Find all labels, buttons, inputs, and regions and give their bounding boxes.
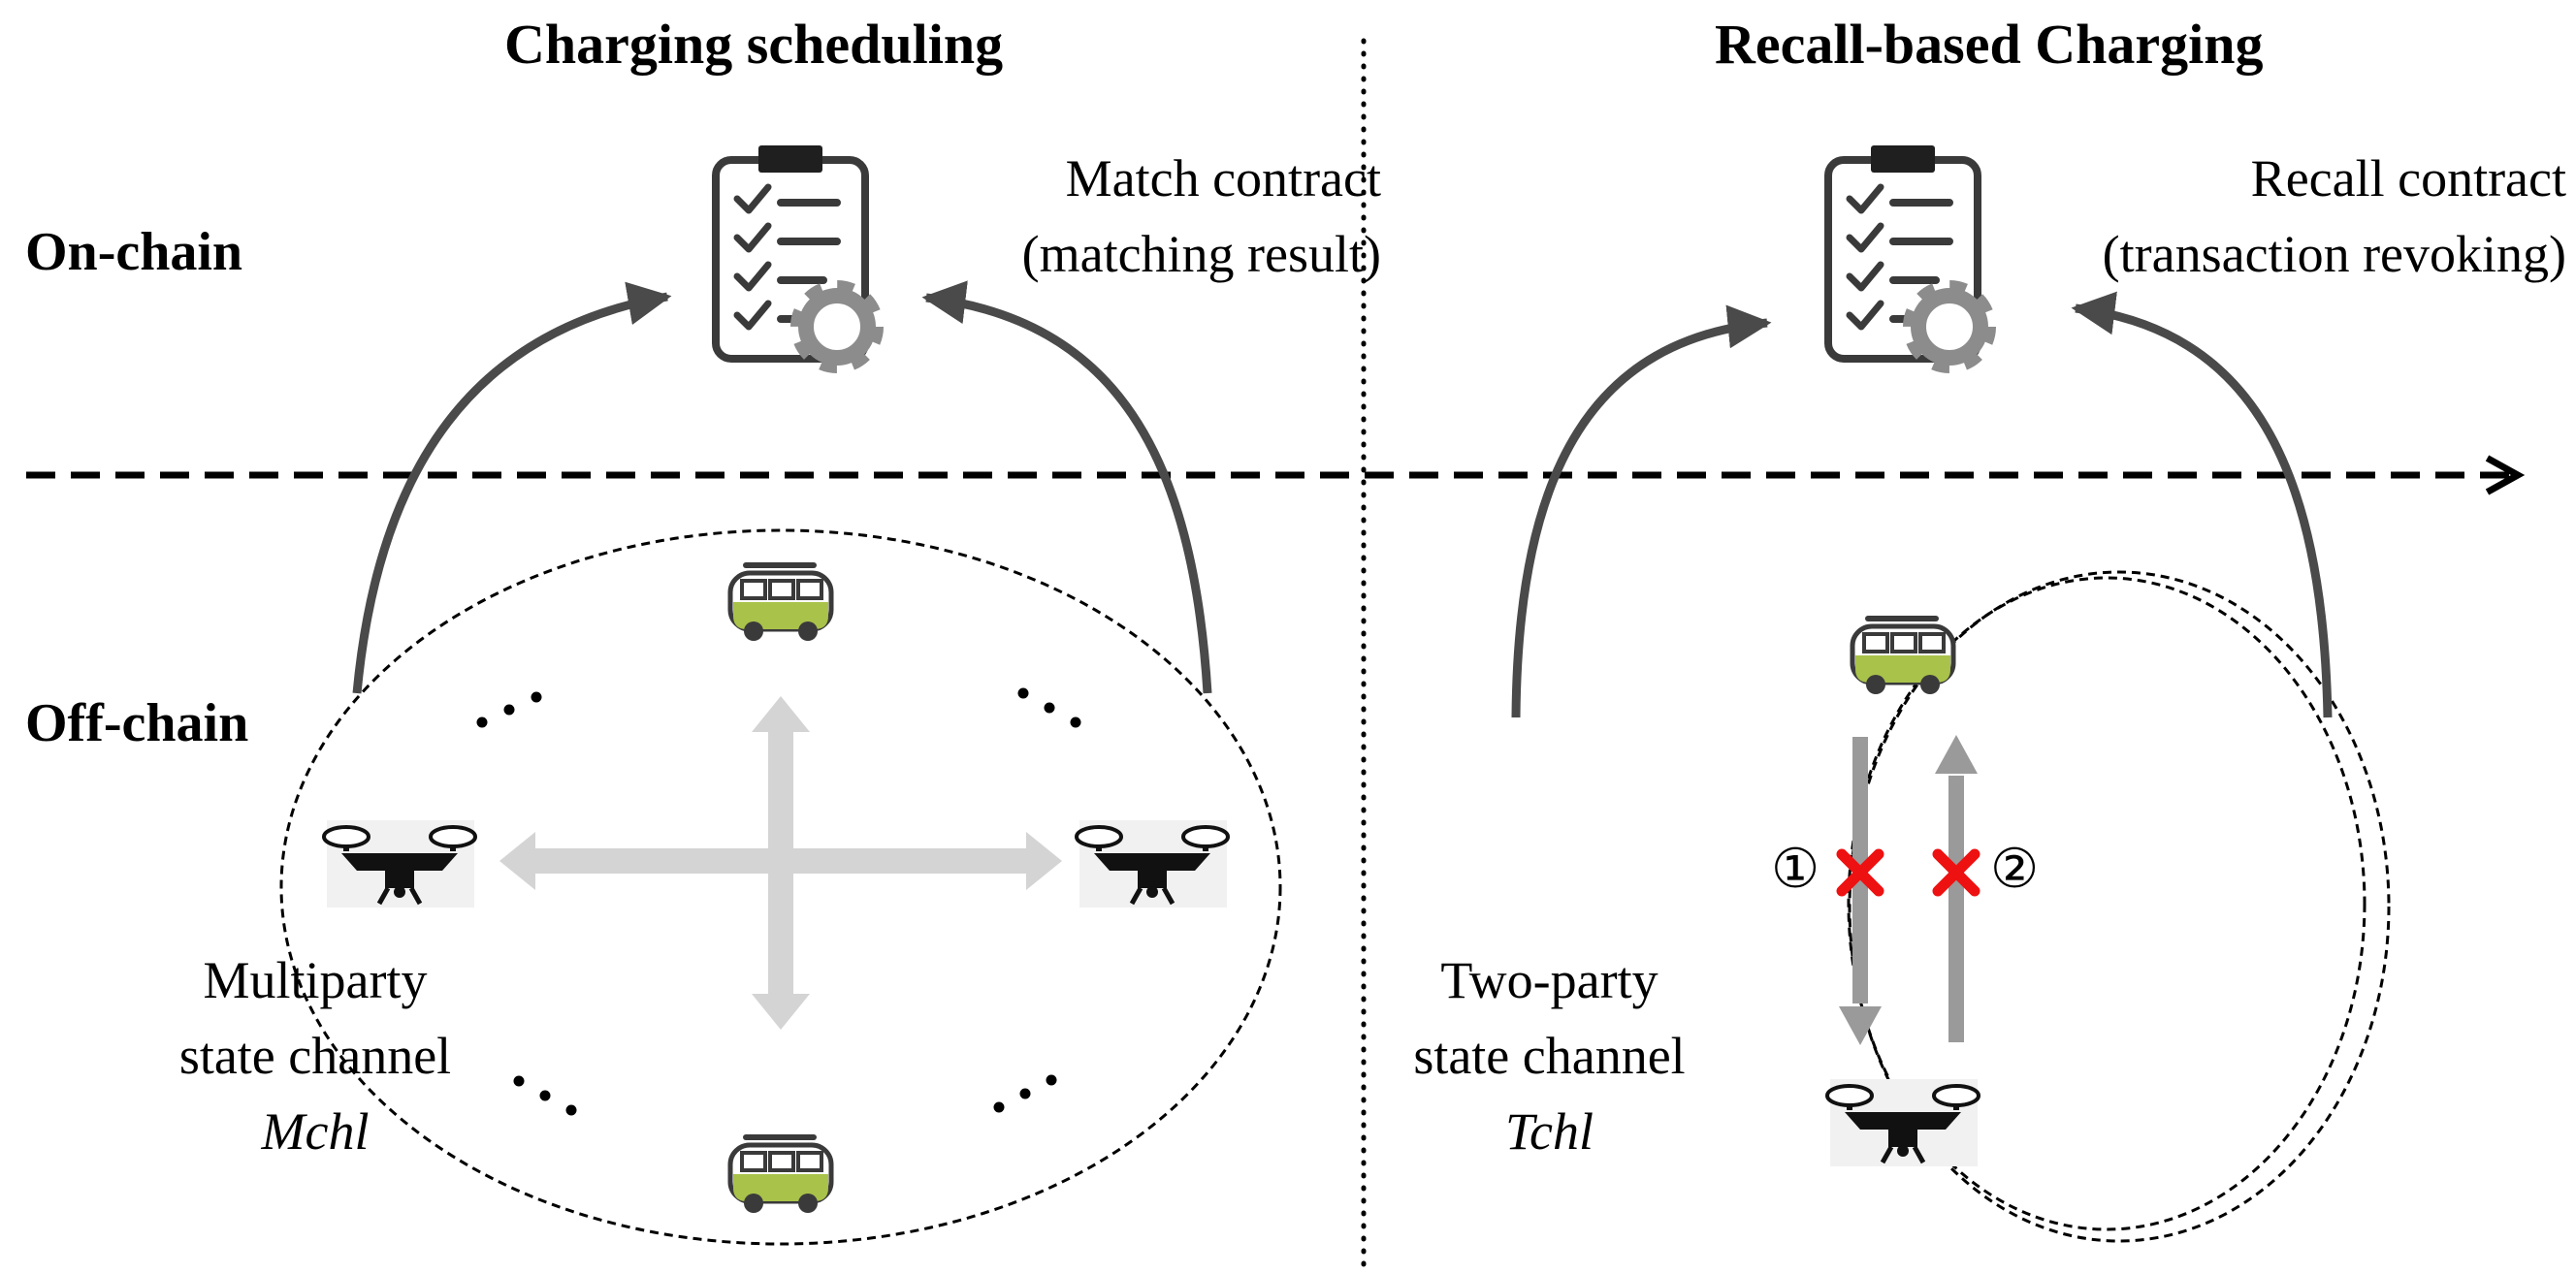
top-van-icon bbox=[730, 565, 831, 641]
bottom-van-icon bbox=[730, 1137, 831, 1213]
left-upload-arrow-left bbox=[352, 281, 672, 694]
recall-contract-note: (transaction revoking) bbox=[2102, 225, 2566, 283]
match-contract-clipboard-icon bbox=[716, 145, 876, 366]
multiparty-channel-line1: Multiparty bbox=[203, 951, 428, 1009]
recall-van-icon bbox=[1852, 619, 1953, 694]
ellipsis-dots bbox=[476, 687, 1081, 1116]
left-upload-arrow-right bbox=[921, 280, 1212, 694]
recall-contract-clipboard-icon bbox=[1828, 145, 1988, 366]
on-chain-label: On-chain bbox=[25, 222, 243, 282]
multiparty-channel-ellipse bbox=[279, 528, 1282, 1246]
multiparty-channel-label: Multiparty state channel Mchl bbox=[145, 942, 485, 1169]
two-party-channel-symbol: Tchl bbox=[1504, 1102, 1594, 1161]
two-party-channel-line1: Two-party bbox=[1440, 951, 1658, 1009]
multiparty-channel-line2: state channel bbox=[178, 1027, 452, 1085]
recall-contract-name: Recall contract bbox=[2250, 149, 2566, 207]
light-cross-arrows bbox=[499, 696, 1062, 1030]
recall-contract-label: Recall contract (transaction revoking) bbox=[2103, 141, 2566, 292]
two-party-channel-ellipse-inner bbox=[1847, 576, 2367, 1231]
step2-label: ② bbox=[1990, 840, 2040, 900]
recall-drone-icon bbox=[1827, 1079, 1979, 1166]
off-chain-label: Off-chain bbox=[25, 693, 249, 753]
step1-label: ① bbox=[1771, 840, 1820, 900]
match-contract-label: Match contract (matching result) bbox=[1022, 141, 1381, 292]
right-panel-heading: Recall-based Charging bbox=[1715, 13, 2264, 76]
gray-transaction-arrows bbox=[1839, 735, 1978, 1045]
match-contract-name: Match contract bbox=[1065, 149, 1381, 207]
right-upload-arrow-right bbox=[2071, 291, 2333, 718]
two-party-channel-line2: state channel bbox=[1413, 1027, 1686, 1085]
multiparty-channel-symbol: Mchl bbox=[261, 1102, 370, 1161]
left-drone-icon bbox=[324, 820, 475, 908]
left-panel-heading: Charging scheduling bbox=[504, 13, 1004, 76]
match-contract-note: (matching result) bbox=[1021, 225, 1381, 283]
two-party-channel-label: Two-party state channel Tchl bbox=[1377, 942, 1722, 1169]
right-upload-arrow-left bbox=[1511, 304, 1772, 718]
right-drone-icon bbox=[1077, 820, 1228, 908]
